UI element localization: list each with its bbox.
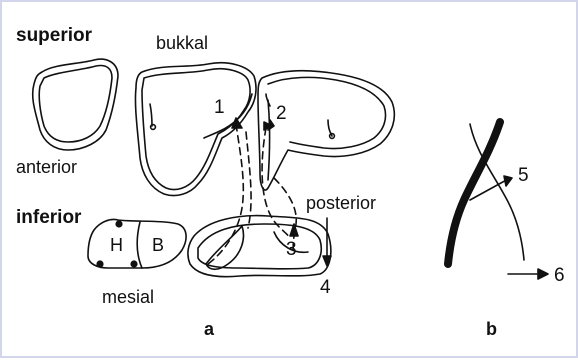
upper-molar-left	[135, 63, 256, 196]
label-anterior: anterior	[16, 158, 77, 176]
panel-label-a: a	[204, 320, 214, 338]
number-6: 6	[554, 266, 565, 285]
number-5: 5	[518, 166, 529, 185]
number-1: 1	[214, 98, 225, 117]
panel-label-b: b	[486, 320, 497, 338]
number-2: 2	[276, 104, 287, 123]
movement-paths	[208, 124, 296, 264]
label-posterior: posterior	[306, 194, 376, 212]
label-inferior: inferior	[16, 208, 81, 227]
hb-tooth	[88, 219, 186, 268]
label-h: H	[110, 236, 123, 254]
label-superior: superior	[16, 26, 92, 45]
label-mesial: mesial	[102, 288, 154, 306]
number-3: 3	[286, 240, 297, 259]
panel-b-crossing	[448, 122, 548, 279]
upper-molar-right	[258, 71, 394, 190]
anterior-tooth	[33, 59, 118, 150]
lower-molar	[188, 216, 331, 277]
label-b: B	[152, 236, 164, 254]
label-bukkal: bukkal	[156, 34, 208, 52]
attachment-arrows	[232, 118, 274, 130]
number-4: 4	[320, 278, 331, 297]
